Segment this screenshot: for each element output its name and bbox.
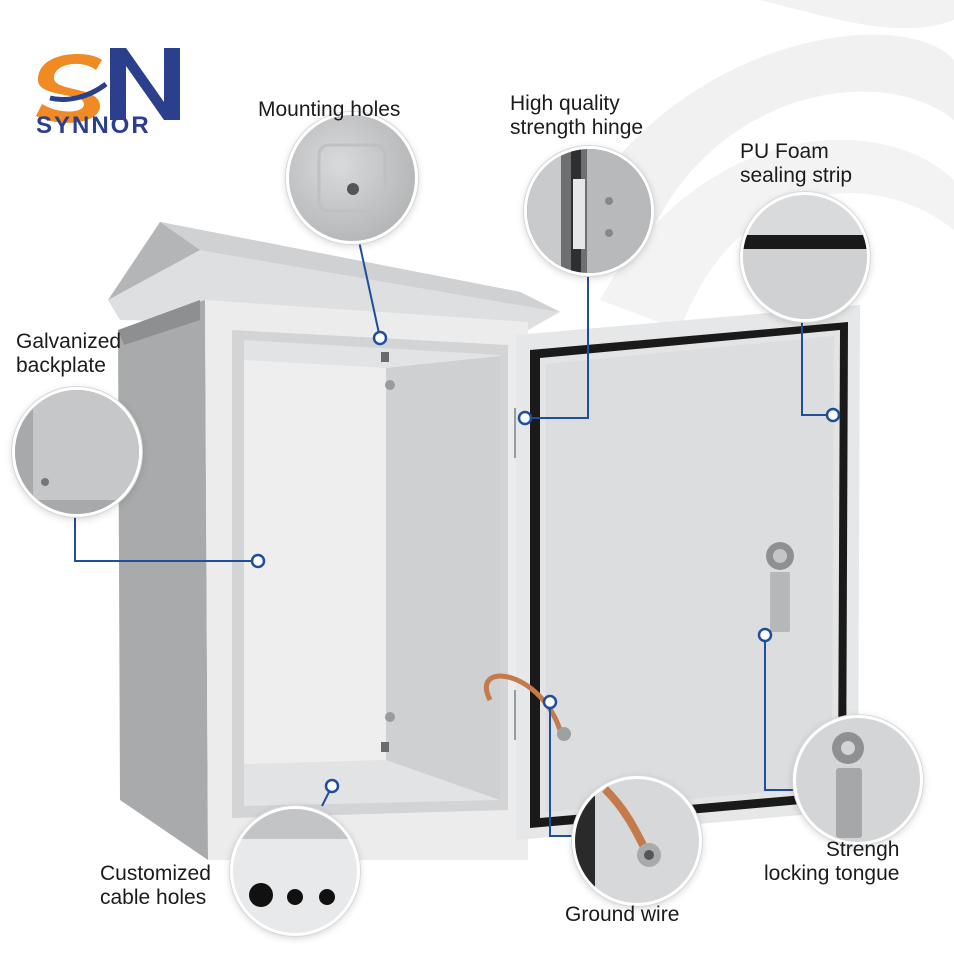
pu-foam-marker (825, 407, 841, 423)
galvanized-detail (12, 387, 142, 517)
hinge-detail (524, 146, 654, 276)
label-hinge: High quality strength hinge (510, 92, 644, 139)
mounting-holes-detail (286, 112, 418, 244)
label-ground-wire: Ground wire (565, 903, 680, 926)
label-cable-holes: Customized cable holes (100, 862, 211, 909)
label-locking-tongue: Strengh locking tongue (764, 838, 900, 885)
hinge-marker (517, 410, 533, 426)
synnor-logo (36, 48, 180, 123)
mounting-holes-marker (372, 330, 388, 346)
ground-wire-marker (542, 694, 558, 710)
ground-wire-detail (572, 776, 702, 906)
pu-foam-detail (740, 192, 870, 322)
galvanized-marker (250, 553, 266, 569)
brand-name: SYNNOR (36, 112, 151, 139)
label-mounting-holes: Mounting holes (258, 98, 401, 121)
label-pu-foam: PU Foam sealing strip (740, 140, 853, 187)
locking-tongue-detail (793, 715, 923, 845)
locking-tongue-marker (757, 627, 773, 643)
label-galvanized: Galvanized backplate (16, 330, 122, 377)
cable-holes-marker (324, 778, 340, 794)
cable-holes-detail (230, 806, 360, 936)
